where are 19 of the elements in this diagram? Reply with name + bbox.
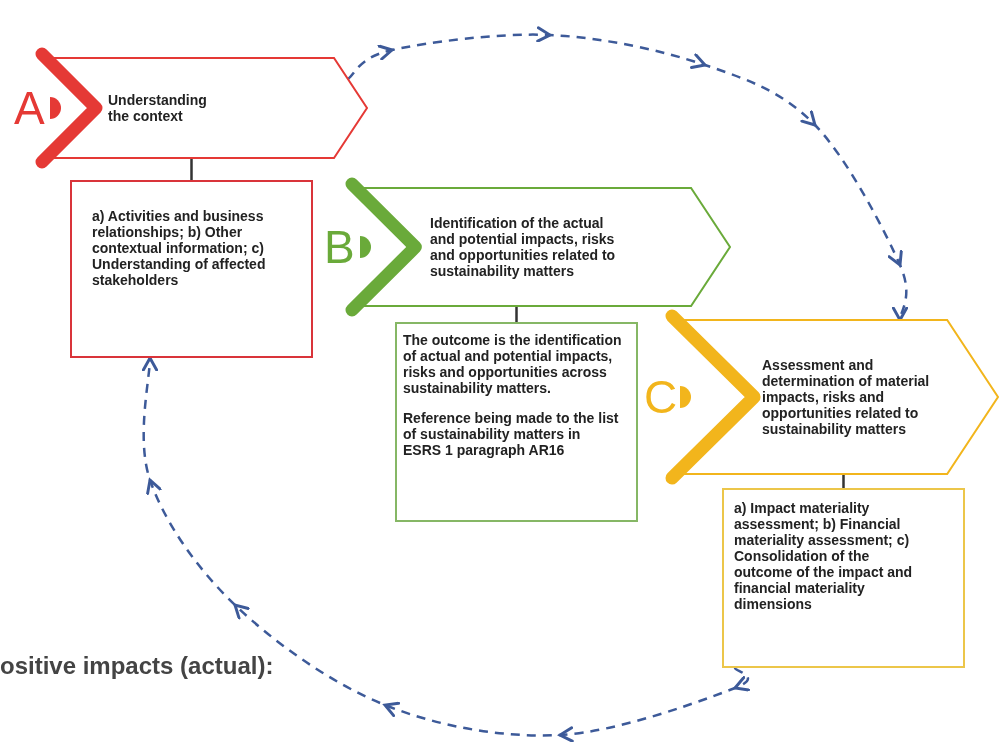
step-title: Assessment and determination of material impacts, risks and opportunities related to sustainability matters: [762, 357, 931, 437]
connector-line: [190, 158, 193, 180]
detail-text: a) Activities and business relationships; b) Other contextual information; c) Understanding of affected stakeholders: [92, 208, 267, 288]
detail-box: [70, 180, 313, 358]
detail-box: [722, 488, 965, 668]
step-letter: C: [644, 372, 678, 422]
step-letter: B: [324, 222, 355, 272]
step-letter: A: [14, 83, 45, 133]
connector-line: [515, 306, 518, 322]
connector-line: [842, 474, 845, 488]
page-text: ositive impacts (actual):: [0, 652, 274, 680]
detail-box: [395, 322, 638, 522]
dashed-arrow: [142, 357, 750, 742]
step-title: Understanding the context: [108, 92, 208, 124]
detail-text: a) Impact materiality assessment; b) Financial materiality assessment; c) Consolidation of the outcome of the impact and financial materiality dimensions: [734, 500, 914, 612]
dashed-arrow: [347, 26, 908, 321]
step-title: Identification of the actual and potential impacts, risks and opportunities related to sustainability matters: [430, 215, 617, 279]
detail-text: The outcome is the identification of actual and potential impacts, risks and opportunities across sustainability matters.: [403, 332, 622, 396]
detail-text: Reference being made to the list of sustainability matters in ESRS 1 paragraph AR16: [403, 410, 620, 458]
